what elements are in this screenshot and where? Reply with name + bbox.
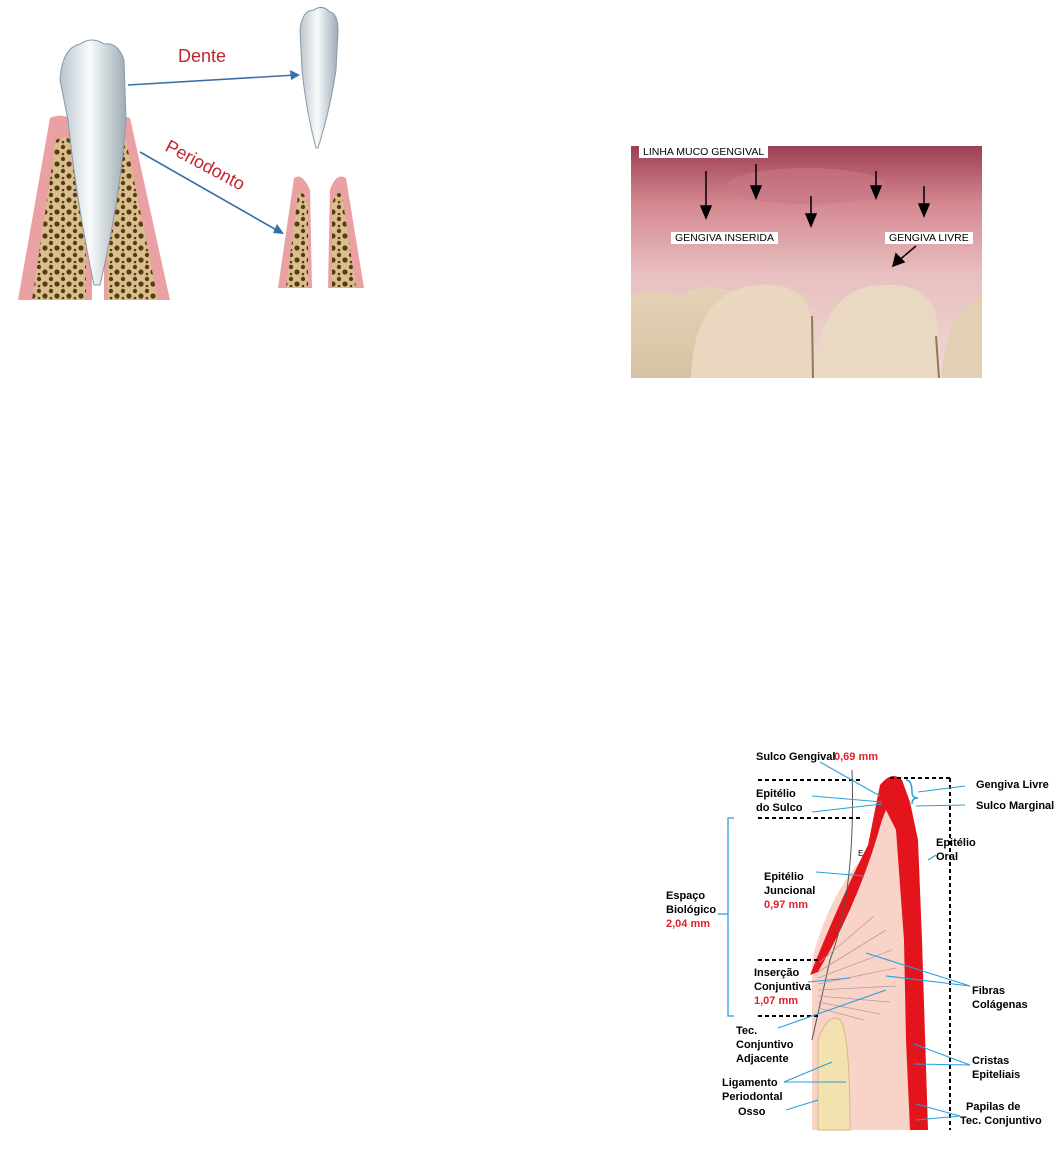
label-linha-muco-gengival: LINHA MUCO GENGIVAL [639,146,768,158]
label-ligamento-1: Ligamento [722,1077,778,1089]
label-cristas-2: Epiteliais [972,1069,1020,1081]
label-espaco-1: Espaço [666,890,705,902]
label-epitelio-oral-1: Epitélio [936,837,976,849]
label-fibras-2: Colágenas [972,999,1028,1011]
label-fibras-1: Fibras [972,985,1005,997]
label-insercao-mm: 1,07 mm [754,995,798,1007]
isolated-periodontium [278,177,364,289]
label-papilas-1: Papilas de [966,1101,1020,1113]
label-dente: Dente [178,46,226,66]
label-periodonto: Periodonto [162,136,248,195]
gum-left-assembly [18,40,170,300]
tooth-periodontium-figure: Dente Periodonto [0,0,380,310]
label-insercao-2: Conjuntiva [754,981,812,993]
label-sulco-marginal: Sulco Marginal [976,800,1054,812]
gingiva-photo-figure: LINHA MUCO GENGIVAL GENGIVA INSERIDA GEN… [631,146,982,378]
label-juncional-mm: 0,97 mm [764,899,808,911]
label-gengiva-livre: Gengiva Livre [976,779,1049,791]
label-gengiva-inserida: GENGIVA INSERIDA [671,232,778,244]
label-cristas-1: Cristas [972,1055,1009,1067]
label-juncional-1: Epitélio [764,871,804,883]
isolated-tooth [300,7,338,148]
label-papilas-2: Tec. Conjuntivo [960,1115,1042,1127]
label-espaco-2: Biológico [666,904,716,916]
label-gengiva-livre: GENGIVA LIVRE [885,232,973,244]
label-sulco-gengival: Sulco Gengival [756,751,835,763]
diagram-svg: Sulco Gengival 0,69 mm Epitélio do Sulco… [660,740,1060,1140]
label-epitelio-do-sulco-2: do Sulco [756,802,803,814]
label-tec-1: Tec. [736,1025,757,1037]
label-sulco-gengival-mm: 0,69 mm [834,751,878,763]
dente-arrow [128,75,296,85]
tooth-periodontium-illustration: Dente Periodonto [0,0,380,310]
label-e: E [858,849,863,858]
bone-shape [818,1018,850,1130]
label-osso: Osso [738,1106,766,1118]
label-epitelio-oral-2: Oral [936,851,958,863]
gingiva-photo [631,146,982,378]
label-ligamento-2: Periodontal [722,1091,783,1103]
label-tec-2: Conjuntivo [736,1039,794,1051]
label-tec-3: Adjacente [736,1053,789,1065]
biological-width-diagram: Sulco Gengival 0,69 mm Epitélio do Sulco… [660,740,1060,1140]
label-juncional-2: Juncional [764,885,815,897]
label-espaco-mm: 2,04 mm [666,918,710,930]
label-insercao-1: Inserção [754,967,800,979]
label-epitelio-do-sulco-1: Epitélio [756,788,796,800]
